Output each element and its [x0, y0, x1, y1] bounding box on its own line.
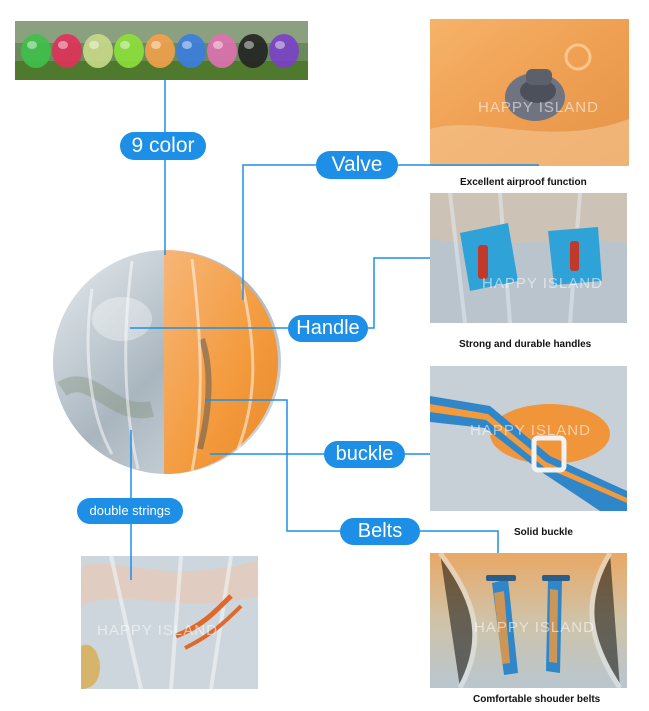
belts-caption: Comfortable shouder belts	[473, 694, 601, 705]
belts-label: Belts	[340, 518, 420, 545]
valve-caption: Excellent airproof function	[460, 177, 587, 188]
double-strings-photo: HAPPY ISLAND	[81, 556, 258, 689]
buckle-label: buckle	[324, 441, 405, 468]
bubble-ball-7	[207, 34, 237, 68]
bubble-ball-5	[145, 34, 175, 68]
watermark: HAPPY ISLAND	[482, 275, 603, 292]
bubble-ball-2	[52, 34, 82, 68]
ball-highlight	[27, 41, 37, 49]
bubble-ball-1	[21, 34, 51, 68]
belts-photo: HAPPY ISLAND	[430, 553, 627, 688]
ball-highlight	[58, 41, 68, 49]
bubble-ball-photo	[52, 249, 282, 475]
nine-color-label: 9 color	[120, 132, 206, 160]
handles-caption: Strong and durable handles	[459, 339, 592, 350]
bubble-ball-6	[176, 34, 206, 68]
valve-label: Valve	[316, 151, 398, 179]
nine-color-balls-photo	[15, 21, 308, 80]
bubble-ball-8	[238, 34, 268, 68]
double-strings-label: double strings	[77, 498, 183, 524]
ball-highlight	[182, 41, 192, 49]
buckle-photo: HAPPY ISLAND	[430, 366, 627, 511]
watermark: HAPPY ISLAND	[474, 619, 595, 636]
valve-photo: HAPPY ISLAND	[430, 19, 629, 166]
handle-label: Handle	[288, 315, 368, 342]
handles-photo: HAPPY ISLAND	[430, 193, 627, 323]
ball-highlight	[275, 41, 285, 49]
bubble-ball-9	[269, 34, 299, 68]
watermark: HAPPY ISLAND	[470, 422, 591, 439]
ball-highlight	[244, 41, 254, 49]
watermark: HAPPY ISLAND	[478, 99, 599, 116]
buckle-caption: Solid buckle	[514, 527, 573, 538]
ball-highlight	[120, 41, 130, 49]
ball-highlight	[213, 41, 223, 49]
ball-highlight	[89, 41, 99, 49]
watermark: HAPPY ISLAND	[97, 622, 218, 639]
ball-highlight	[151, 41, 161, 49]
bubble-ball-3	[83, 34, 113, 68]
bubble-ball-4	[114, 34, 144, 68]
